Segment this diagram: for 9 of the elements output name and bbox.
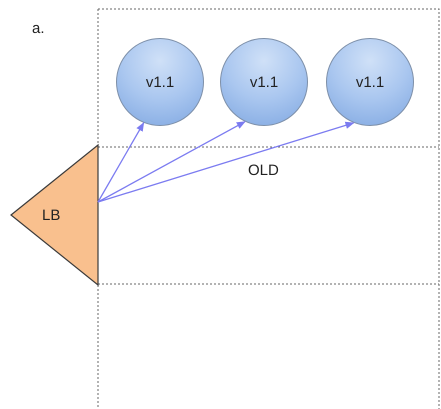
arrow bbox=[98, 121, 246, 203]
panel-letter: a. bbox=[32, 20, 45, 37]
arrow bbox=[98, 122, 355, 203]
node-label: LB bbox=[42, 206, 60, 224]
arrow bbox=[97, 122, 144, 202]
node-label: v1.1 bbox=[356, 74, 384, 90]
node-label: v1.1 bbox=[146, 74, 174, 90]
group-label: OLD bbox=[248, 162, 279, 179]
node-label: v1.1 bbox=[250, 74, 278, 90]
